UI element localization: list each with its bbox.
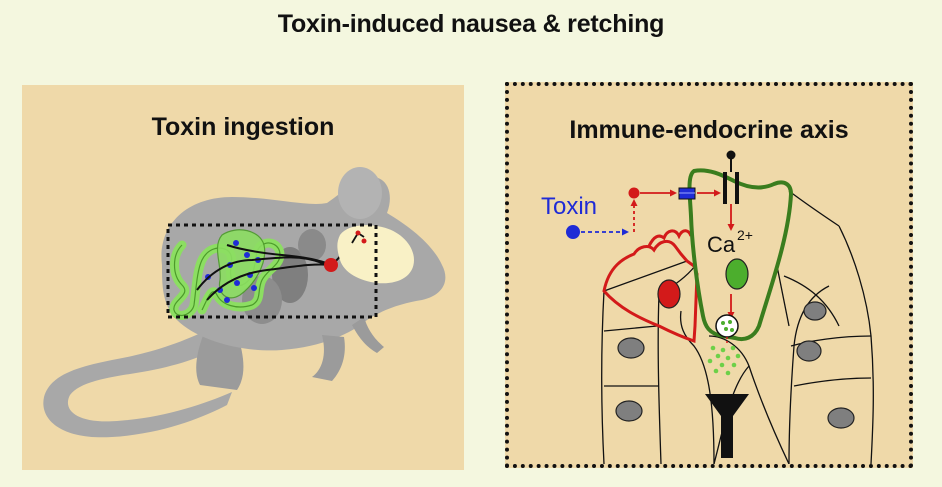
mouse-organ-lung bbox=[298, 229, 326, 261]
channel-ligand bbox=[726, 150, 736, 160]
cell-nuclei bbox=[615, 301, 855, 429]
signal-molecule bbox=[628, 187, 640, 199]
epithelial-cells bbox=[601, 190, 874, 464]
calcium-superscript: 2+ bbox=[737, 227, 753, 243]
nodose-ganglion bbox=[324, 258, 338, 272]
calcium-influx-arrowhead bbox=[727, 224, 735, 231]
brain-nucleus-dot bbox=[361, 238, 367, 244]
toxin-arrowhead bbox=[622, 228, 629, 236]
zoom-box bbox=[166, 223, 378, 319]
figure-title: Toxin-induced nausea & retching bbox=[277, 10, 665, 38]
released-serotonin bbox=[707, 345, 741, 376]
toxin-ingestion-title: Toxin ingestion bbox=[151, 113, 335, 141]
mouse-tail bbox=[43, 330, 232, 438]
immune-cell bbox=[602, 239, 699, 344]
immune-cell-wave bbox=[647, 229, 693, 247]
mouse-ear bbox=[338, 167, 382, 219]
immune-cell-nucleus bbox=[657, 279, 681, 309]
epithelium-illustration: Toxin Ca 2+ bbox=[541, 150, 874, 464]
release-arrowhead bbox=[630, 199, 638, 206]
immune-endocrine-panel: Immune-endocrine axis bbox=[505, 82, 913, 468]
calcium-label: Ca bbox=[707, 232, 736, 257]
secretory-granule bbox=[715, 314, 739, 338]
nerve-terminal bbox=[705, 394, 749, 458]
granule-contents bbox=[721, 320, 734, 332]
mouse-illustration bbox=[43, 167, 446, 438]
brain bbox=[337, 225, 414, 284]
ec-cell bbox=[687, 168, 794, 342]
toxin-dot bbox=[566, 225, 580, 239]
calcium-channel bbox=[723, 172, 739, 204]
toxin-label: Toxin bbox=[541, 193, 597, 220]
mouse-front-leg bbox=[312, 335, 345, 381]
ec-cell-nucleus bbox=[725, 258, 749, 290]
signal-arrowhead bbox=[670, 189, 677, 197]
toxin-ingestion-panel: Toxin ingestion bbox=[22, 85, 464, 470]
immune-endocrine-title: Immune-endocrine axis bbox=[569, 116, 849, 144]
mouse-front-foot bbox=[352, 317, 384, 353]
receptor-to-channel-arrowhead bbox=[714, 189, 721, 197]
brain-nucleus-dot bbox=[355, 230, 361, 236]
